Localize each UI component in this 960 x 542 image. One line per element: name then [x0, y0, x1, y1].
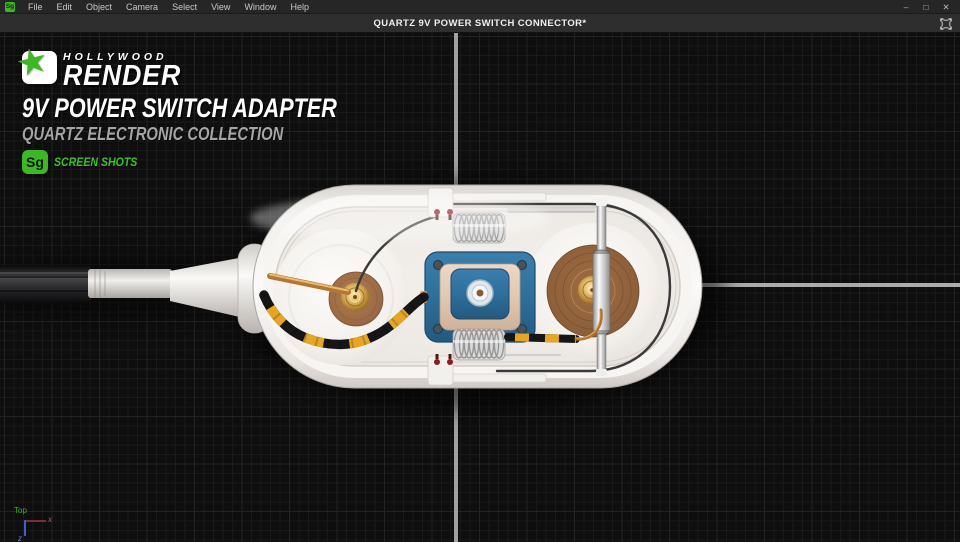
- menu-view[interactable]: View: [211, 1, 231, 12]
- app-logo-icon[interactable]: Sg: [5, 1, 15, 12]
- brand-line1: HOLLYWOOD: [63, 51, 168, 63]
- brand-star-box: ★: [11, 38, 57, 85]
- close-icon[interactable]: ✕: [942, 1, 950, 12]
- sg-badge-icon: Sg: [22, 149, 48, 174]
- signal-wire-right-loop[interactable]: [448, 202, 672, 373]
- badge-row: Sg SCREEN SHOTS: [22, 149, 416, 174]
- device-render[interactable]: [0, 33, 960, 542]
- brand-text: HOLLYWOOD RENDER: [63, 51, 191, 90]
- product-headline: 9V POWER SWITCH ADAPTER: [22, 92, 337, 123]
- terminal-tab-bottom[interactable]: [427, 354, 454, 386]
- menu-bar: Sg File Edit Object Camera Select View W…: [0, 0, 960, 14]
- menu-file[interactable]: File: [28, 1, 43, 12]
- striped-cable-left[interactable]: [259, 290, 429, 350]
- brand-lockup: ★ HOLLYWOOD RENDER: [11, 38, 416, 91]
- menu-window[interactable]: Window: [244, 1, 277, 12]
- shell-highlight: [250, 196, 550, 240]
- brand-overlay: ★ HOLLYWOOD RENDER 9V POWER SWITCH ADAPT…: [11, 38, 416, 174]
- menu-select[interactable]: Select: [172, 1, 198, 12]
- copper-feed-rod[interactable]: [267, 273, 351, 295]
- axis-x-line: [24, 520, 46, 522]
- spring-bottom[interactable]: [452, 328, 506, 361]
- axis-z-label: z: [18, 534, 22, 542]
- minimize-icon[interactable]: –: [903, 1, 909, 12]
- maximize-icon[interactable]: □: [923, 1, 929, 12]
- collection-subheadline: QUARTZ ELECTRONIC COLLECTION: [22, 123, 284, 144]
- view-axis-gizmo: Top x z: [10, 504, 80, 542]
- badge-caption: SCREEN SHOTS: [54, 154, 138, 169]
- menu-camera[interactable]: Camera: [126, 1, 159, 12]
- menu-object[interactable]: Object: [86, 1, 113, 12]
- menu-edit[interactable]: Edit: [56, 1, 73, 12]
- striped-cable-right[interactable]: [504, 308, 603, 343]
- window-controls: – □ ✕: [898, 1, 960, 13]
- brand-line2: RENDER: [63, 60, 182, 92]
- view-label: Top: [14, 506, 27, 515]
- capture-frame-icon[interactable]: [940, 18, 952, 30]
- viewport-3d[interactable]: ★ HOLLYWOOD RENDER 9V POWER SWITCH ADAPT…: [0, 33, 960, 542]
- document-title-bar: QUARTZ 9V POWER SWITCH CONNECTOR*: [0, 14, 960, 33]
- slider-rod[interactable]: [592, 199, 611, 376]
- axis-z-line: [24, 520, 26, 536]
- document-title: QUARTZ 9V POWER SWITCH CONNECTOR*: [373, 17, 587, 29]
- axis-x-label: x: [48, 515, 52, 524]
- menu-help[interactable]: Help: [290, 1, 309, 12]
